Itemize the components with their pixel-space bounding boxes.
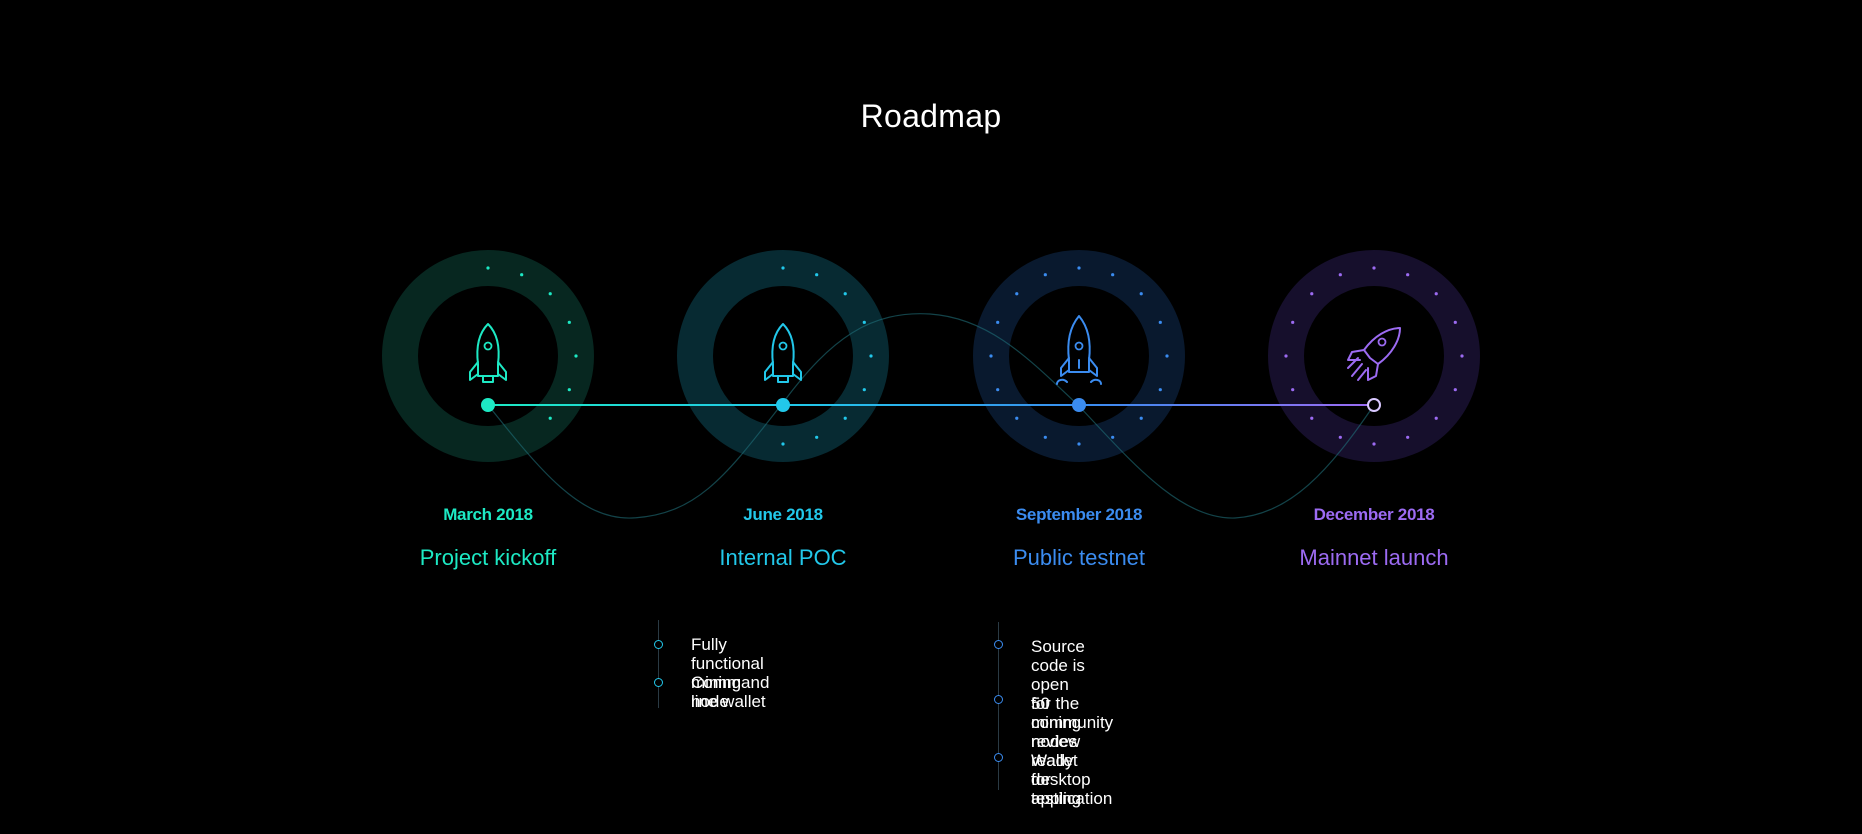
- bullet-icon: [994, 695, 1003, 704]
- progress-dot: [843, 292, 847, 296]
- progress-dot: [1158, 388, 1162, 392]
- milestone-label-1: Project kickoff: [419, 545, 557, 570]
- progress-dot: [1406, 435, 1410, 439]
- progress-dot: [1015, 416, 1019, 420]
- detail-line: [658, 620, 659, 708]
- milestone-label-4: Mainnet launch: [1299, 545, 1449, 570]
- progress-dot: [989, 354, 993, 358]
- detail-item: Command line wallet: [691, 673, 770, 711]
- progress-dot: [781, 442, 785, 446]
- progress-dot: [869, 354, 873, 358]
- progress-dot: [996, 320, 1000, 324]
- progress-dot: [567, 388, 571, 392]
- progress-dot: [862, 388, 866, 392]
- progress-dot: [1139, 416, 1143, 420]
- progress-dot: [1043, 435, 1047, 439]
- progress-dot: [520, 273, 524, 277]
- milestone-node-4: [1367, 398, 1381, 412]
- milestone-label-2: Internal POC: [719, 545, 847, 570]
- milestone-ring-4: [1268, 250, 1480, 462]
- rocket-launch-icon: [1056, 315, 1102, 385]
- progress-dot: [548, 416, 552, 420]
- progress-dot: [862, 320, 866, 324]
- progress-dot: [1015, 292, 1019, 296]
- progress-dot: [1284, 354, 1288, 358]
- progress-dot: [486, 266, 490, 270]
- detail-item: Wallet desktop application: [1031, 751, 1113, 808]
- milestone-node-1: [481, 398, 495, 412]
- progress-dot: [1372, 266, 1376, 270]
- detail-item: 50 mining nodes ready for testing: [1031, 694, 1082, 808]
- milestone-label-3: Public testnet: [1012, 545, 1146, 570]
- progress-dot: [1453, 320, 1457, 324]
- milestone-ring-3: [973, 250, 1185, 462]
- progress-dot: [1310, 292, 1314, 296]
- milestone-date-3: September 2018: [1015, 505, 1143, 524]
- progress-dot: [996, 388, 1000, 392]
- bullet-icon: [994, 640, 1003, 649]
- detail-item: Fully functional mining node: [691, 635, 764, 711]
- milestone-date-4: December 2018: [1313, 505, 1435, 524]
- progress-dot: [1077, 442, 1081, 446]
- progress-dot: [567, 320, 571, 324]
- progress-dot: [574, 354, 578, 358]
- progress-dot: [1111, 273, 1115, 277]
- progress-dot: [1291, 388, 1295, 392]
- progress-dot: [1165, 354, 1169, 358]
- progress-dot: [1139, 292, 1143, 296]
- progress-dot: [781, 266, 785, 270]
- milestone-date-1: March 2018: [443, 505, 533, 524]
- progress-dot: [1434, 416, 1438, 420]
- progress-dot: [1372, 442, 1376, 446]
- milestone-node-3: [1072, 398, 1086, 412]
- page-title: Roadmap: [860, 98, 1002, 134]
- progress-dot: [1291, 320, 1295, 324]
- bullet-icon: [654, 640, 663, 649]
- progress-dot: [1077, 266, 1081, 270]
- progress-dot: [1310, 416, 1314, 420]
- progress-dot: [1434, 292, 1438, 296]
- milestone-date-2: June 2018: [743, 505, 823, 524]
- milestone-ring-2: [677, 250, 889, 462]
- progress-dot: [1043, 273, 1047, 277]
- detail-item: Source code is open for the community re…: [1031, 637, 1114, 751]
- progress-dot: [815, 435, 819, 439]
- progress-dot: [1158, 320, 1162, 324]
- progress-dot: [1460, 354, 1464, 358]
- milestone-ring-1: [382, 250, 594, 462]
- rocket-icon: [469, 323, 507, 383]
- progress-dot: [815, 273, 819, 277]
- progress-dot: [843, 416, 847, 420]
- progress-dot: [1406, 273, 1410, 277]
- progress-dot: [1338, 435, 1342, 439]
- bullet-icon: [654, 678, 663, 687]
- wave-curve: [487, 313, 1375, 519]
- milestone-node-2: [776, 398, 790, 412]
- detail-line: [998, 622, 999, 790]
- rocket-flying-icon: [1347, 327, 1401, 381]
- bullet-icon: [994, 753, 1003, 762]
- progress-dot: [1453, 388, 1457, 392]
- progress-dot: [1111, 435, 1115, 439]
- progress-dot: [1338, 273, 1342, 277]
- rocket-icon: [764, 323, 802, 383]
- progress-dot: [548, 292, 552, 296]
